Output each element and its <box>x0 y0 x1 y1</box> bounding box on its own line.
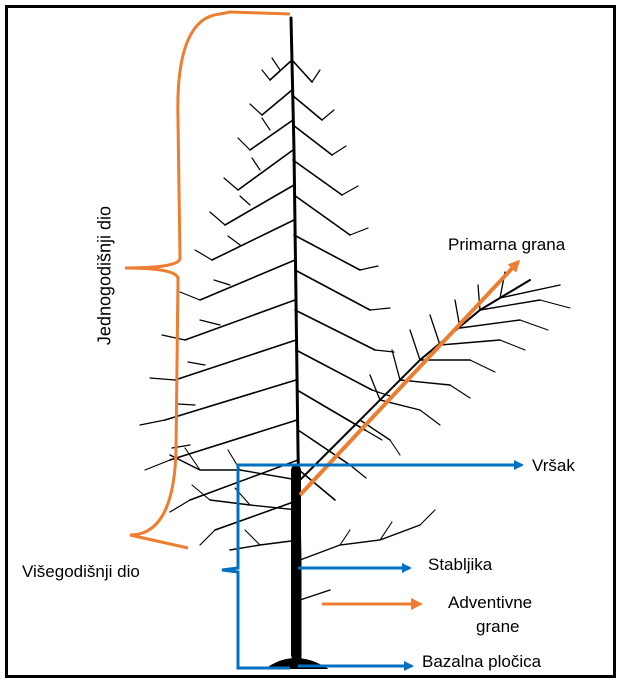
perennial-part-bracket <box>222 465 300 668</box>
adventitious-branches-label-line1: Adventivne <box>448 594 532 611</box>
tip-label: Vršak <box>532 457 575 474</box>
perennial-part-label: Višegodišnji dio <box>22 563 140 580</box>
primary-branch-label: Primarna grana <box>448 236 565 253</box>
stem-label: Stabljika <box>428 556 492 573</box>
annual-part-label: Jednogodišnji dio <box>95 196 116 356</box>
plant-illustration <box>140 18 570 668</box>
primary-branch-arrow <box>300 262 518 495</box>
adventitious-branches-label-line2: grane <box>476 618 519 635</box>
basal-plate-label: Bazalna pločica <box>422 653 541 670</box>
